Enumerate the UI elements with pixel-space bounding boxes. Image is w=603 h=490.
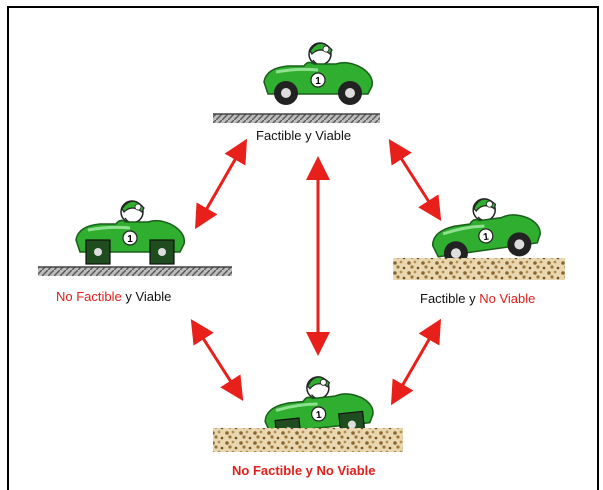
label-left: No Factible y Viable [56, 289, 171, 304]
gravel-right [393, 258, 565, 280]
car-right [425, 190, 545, 270]
car-top [262, 41, 374, 107]
double-arrow-icon [190, 318, 244, 402]
label-top: Factible y Viable [256, 128, 352, 143]
racing-car-icon [74, 199, 186, 266]
gravel-bottom [213, 428, 403, 452]
label-left-black: y Viable [121, 289, 172, 304]
road-top [213, 114, 380, 123]
label-bottom: No Factible y No Viable [232, 463, 376, 478]
road-left [38, 267, 232, 276]
double-arrow-icon [390, 318, 442, 406]
label-right: Factible y No Viable [420, 291, 535, 306]
label-right-red: No Viable [479, 291, 536, 306]
racing-car-icon [425, 190, 545, 270]
double-arrow-icon [195, 138, 247, 230]
label-left-red: No Factible [56, 289, 122, 304]
diagram-frame [7, 6, 599, 490]
racing-car-icon [262, 41, 374, 107]
double-arrow-icon [388, 138, 442, 222]
car-left [74, 199, 186, 266]
label-right-black: Factible y [420, 291, 480, 306]
